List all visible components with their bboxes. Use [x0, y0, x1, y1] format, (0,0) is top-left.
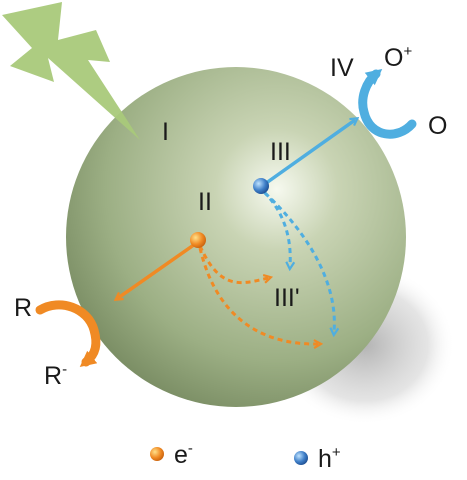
semiconductor-particle	[66, 67, 406, 407]
oxidation-curved-arrow	[358, 68, 417, 139]
legend-electron-label: e-	[174, 440, 193, 469]
lightning-icon	[2, 2, 140, 140]
legend-electron-icon	[150, 447, 164, 461]
hole-migration-arrow	[260, 120, 355, 188]
reduced-product-label: R-	[44, 361, 67, 390]
legend-hole-label: h+	[318, 444, 341, 473]
stage-label-ii: II	[198, 188, 212, 216]
hole-dot-icon	[253, 178, 269, 194]
stage-label-i: I	[162, 118, 169, 146]
oxidant-label: O	[428, 112, 447, 140]
electron-migration-arrow	[118, 240, 200, 298]
stage-label-iii-prime: III'	[274, 284, 300, 312]
electron-recombination-path-2	[198, 247, 318, 344]
legend: e- h+	[150, 440, 341, 473]
stage-label-iii: III	[270, 138, 291, 166]
stage-label-iv: IV	[330, 54, 354, 82]
hole-recombination-path-1	[262, 190, 290, 266]
electron-recombination-path-1	[198, 245, 268, 284]
legend-hole-icon	[294, 451, 308, 465]
hole-recombination-path-2	[263, 191, 334, 332]
oxidized-product-label: O+	[384, 43, 412, 72]
reductant-label: R	[14, 294, 32, 322]
electron-dot-icon	[190, 232, 206, 248]
reduction-curved-arrow	[35, 300, 101, 368]
